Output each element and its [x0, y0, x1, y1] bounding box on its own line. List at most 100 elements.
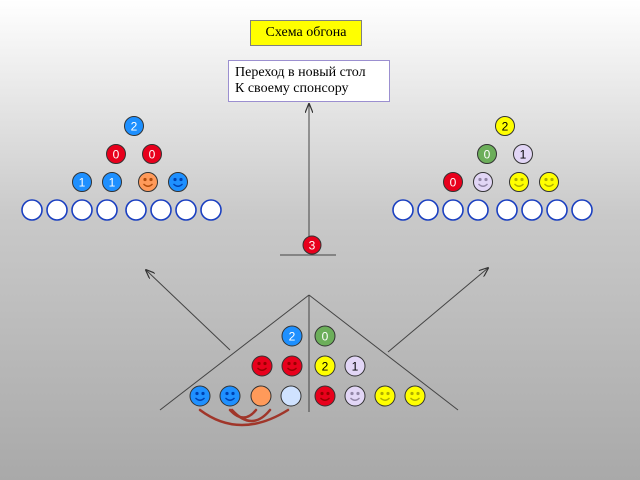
smiley-eye: [326, 391, 330, 396]
node-circle: [442, 199, 464, 221]
empty-slot: [21, 199, 43, 221]
smiley-eye: [514, 177, 518, 182]
node-circle: [374, 385, 396, 407]
number-node: 2: [495, 116, 515, 136]
smiley-mouth: [478, 183, 488, 187]
smiley-eye: [550, 177, 554, 182]
node-circle: [251, 355, 273, 377]
node-circle: [404, 385, 426, 407]
empty-slot: [71, 199, 93, 221]
empty-slot: [442, 199, 464, 221]
smiley-mouth: [287, 367, 297, 371]
node-label: 1: [79, 176, 86, 190]
node-circle: [72, 172, 92, 192]
smiley-eye: [257, 361, 261, 366]
smiley-icon: [404, 385, 426, 407]
swap-arc-inner-right: [230, 408, 272, 423]
node-circle: [250, 385, 272, 407]
node-label: 0: [484, 148, 491, 162]
node-circle: [138, 172, 158, 192]
smiley-mouth: [514, 183, 524, 187]
smiley-eye: [143, 177, 147, 182]
smiley-mouth: [143, 183, 153, 187]
node-circle: [521, 199, 543, 221]
smiley-eye: [179, 177, 183, 182]
swap-arcs: [198, 408, 290, 427]
node-circle: [467, 199, 489, 221]
node-circle: [392, 199, 414, 221]
smiley-mouth: [257, 367, 267, 371]
node-circle: [302, 235, 322, 255]
smiley-icon: [189, 385, 211, 407]
node-circle: [539, 172, 559, 192]
node-circle: [344, 355, 366, 377]
empty-slot: [571, 199, 593, 221]
node-circle: [150, 199, 172, 221]
smiley-eye: [410, 391, 414, 396]
smiley-eye: [287, 361, 291, 366]
node-circle: [21, 199, 43, 221]
smiley-eye: [478, 177, 482, 182]
smiley-eye: [231, 391, 235, 396]
node-circle: [96, 199, 118, 221]
smiley-mouth: [350, 397, 360, 401]
number-node: 2: [314, 355, 336, 377]
empty-slot: [392, 199, 414, 221]
smiley-eye: [544, 177, 548, 182]
smiley-mouth: [195, 397, 205, 401]
node-circle: [314, 385, 336, 407]
node-circle: [219, 385, 241, 407]
smiley-eye: [350, 391, 354, 396]
smiley-eye: [225, 391, 229, 396]
node-label: 0: [149, 148, 156, 162]
smiley-eye: [173, 177, 177, 182]
node-circle: [125, 199, 147, 221]
pyramid-left-side: [159, 294, 310, 411]
smiley-eye: [380, 391, 384, 396]
swap-arc-outer: [198, 408, 290, 427]
node-circle: [168, 172, 188, 192]
smiley-icon: [509, 172, 529, 192]
node-circle: [314, 355, 336, 377]
arrow-to-left-table: [146, 270, 231, 351]
node-circle: [281, 325, 303, 347]
smiley-icon: [344, 385, 366, 407]
empty-slot: [467, 199, 489, 221]
smiley-eye: [263, 361, 267, 366]
number-node: 2: [124, 116, 144, 136]
empty-slot: [46, 199, 68, 221]
smiley-eye: [201, 391, 205, 396]
node-circle: [417, 199, 439, 221]
node-label: 0: [450, 176, 457, 190]
node-label: 0: [322, 330, 329, 344]
sponsor-note-line1: Переход в новый стол: [235, 65, 366, 80]
node-circle: [189, 385, 211, 407]
node-circle: [314, 325, 336, 347]
node-circle: [443, 172, 463, 192]
smiley-mouth: [173, 183, 183, 187]
empty-slot: [200, 199, 222, 221]
smiley-icon: [138, 172, 158, 192]
pyramid-right-side: [308, 294, 459, 411]
node-label: 1: [520, 148, 527, 162]
smiley-icon: [281, 355, 303, 377]
center-node: 3: [302, 235, 322, 255]
arrow-to-right-table: [387, 268, 488, 353]
empty-slot: [417, 199, 439, 221]
smiley-eye: [520, 177, 524, 182]
sponsor-note-line2: К своему спонсору: [235, 81, 349, 96]
smiley-mouth: [225, 397, 235, 401]
smiley-mouth: [544, 183, 554, 187]
node-label: 1: [109, 176, 116, 190]
node-circle: [102, 172, 122, 192]
number-node: 1: [344, 355, 366, 377]
smiley-eye: [320, 391, 324, 396]
empty-slot: [496, 199, 518, 221]
smiley-mouth: [380, 397, 390, 401]
connector-lines: [146, 104, 488, 412]
smiley-eye: [386, 391, 390, 396]
node-circle: [344, 385, 366, 407]
number-node: 0: [314, 325, 336, 347]
